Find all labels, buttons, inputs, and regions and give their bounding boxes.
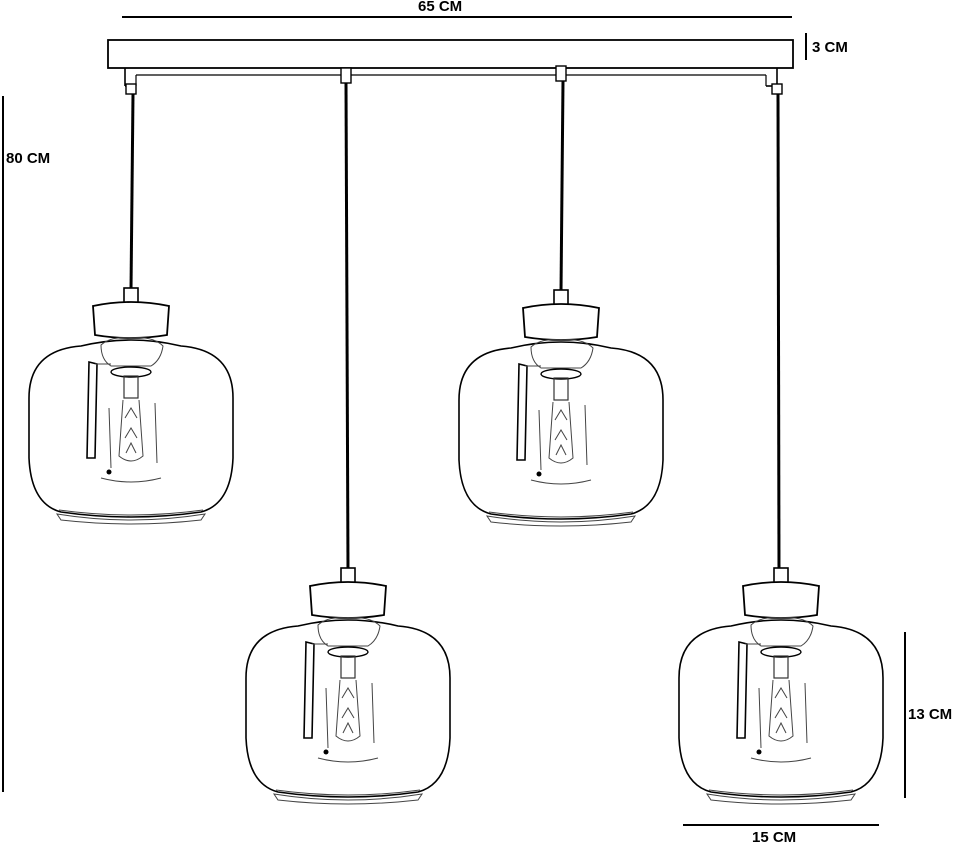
cord-grip-3 bbox=[555, 65, 567, 82]
shade-height-dimension: 13 CM bbox=[904, 632, 952, 798]
ceiling-canopy bbox=[107, 39, 794, 95]
cord-grip-2 bbox=[340, 67, 352, 84]
pendant-lamp-2 bbox=[245, 567, 451, 805]
width-dimension: 65 CM bbox=[122, 0, 792, 18]
shade-width-dimension: 15 CM bbox=[683, 824, 879, 845]
shade-height-label: 13 CM bbox=[908, 706, 952, 723]
cord-3 bbox=[559, 80, 565, 293]
width-label: 65 CM bbox=[418, 0, 462, 15]
pendant-lamp-3 bbox=[458, 289, 664, 527]
total-height-dimension: 80 CM bbox=[2, 96, 50, 792]
pendant-lamp-4 bbox=[678, 567, 884, 805]
cord-1 bbox=[129, 93, 135, 291]
cord-grip-1 bbox=[125, 83, 137, 95]
cord-grip-4 bbox=[771, 83, 783, 95]
cord-4 bbox=[776, 93, 781, 571]
shade-width-label: 15 CM bbox=[752, 829, 796, 845]
canopy-top-plate bbox=[107, 39, 794, 69]
total-height-label: 80 CM bbox=[6, 150, 50, 167]
canopy-height-label: 3 CM bbox=[812, 39, 848, 56]
cords bbox=[129, 80, 781, 571]
pendant-lamp-1 bbox=[28, 287, 234, 525]
cord-2 bbox=[344, 82, 350, 571]
canopy-height-dimension: 3 CM bbox=[805, 33, 848, 60]
